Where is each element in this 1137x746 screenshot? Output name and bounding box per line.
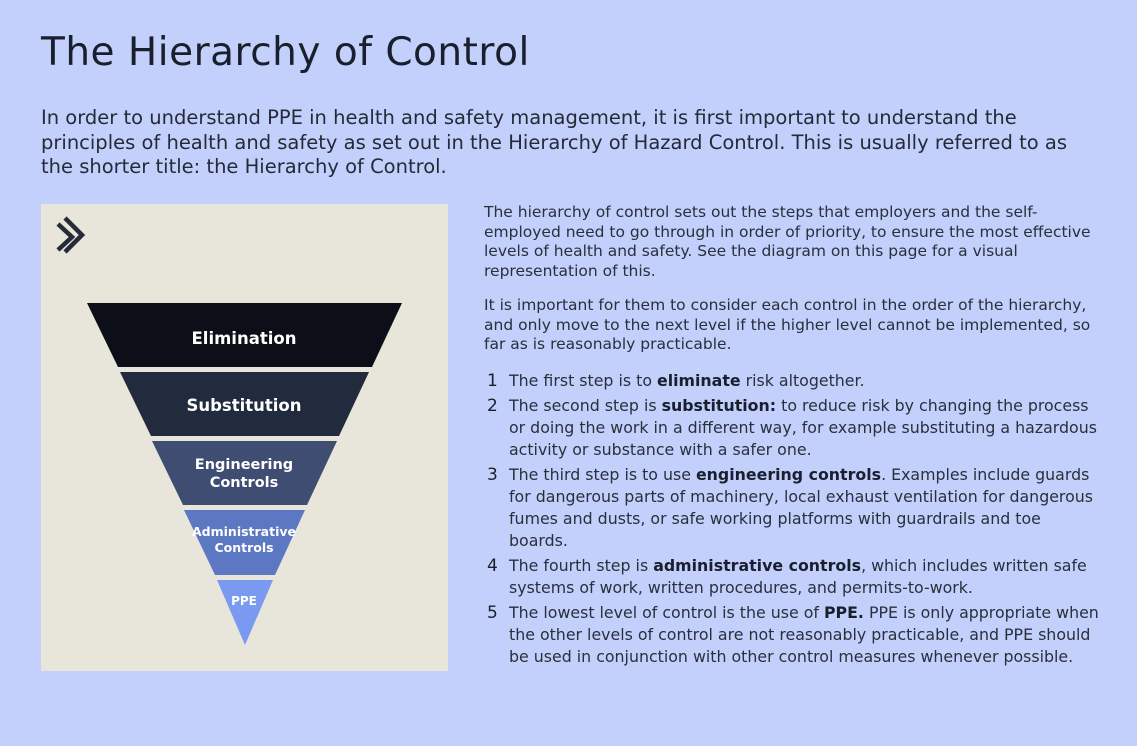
- step-number: 4: [487, 555, 498, 576]
- page-title: The Hierarchy of Control: [41, 30, 530, 75]
- tier-elimination-label: Elimination: [192, 329, 297, 348]
- step-text: The third step is to use: [509, 464, 696, 484]
- step-number: 2: [487, 395, 498, 416]
- body-paragraph-2: It is important for them to consider eac…: [484, 296, 1091, 353]
- tier-engineering-label: Engineering: [195, 457, 293, 473]
- step-text: The second step is: [509, 395, 662, 415]
- tier-administrative-label-2: Controls: [214, 540, 273, 555]
- body-paragraph-1: The hierarchy of control sets out the st…: [484, 203, 1091, 280]
- tier-ppe-shape: [217, 580, 273, 645]
- step-text: The lowest level of control is the use o…: [509, 602, 824, 622]
- list-item: 1 The first step is to eliminate risk alt…: [484, 370, 1099, 392]
- explanation-column: The hierarchy of control sets out the st…: [484, 203, 1099, 671]
- chevron-arrow-logo-icon: [56, 216, 86, 254]
- step-number: 5: [487, 602, 498, 623]
- tier-administrative-label: Administrative: [192, 524, 296, 539]
- step-text: PPE is only appropriate when the other l…: [509, 602, 1099, 666]
- tier-engineering-label-2: Controls: [210, 475, 279, 491]
- tier-substitution-label: Substitution: [186, 396, 301, 415]
- step-text: The first step is to: [509, 370, 658, 390]
- steps-list: 1 The first step is to eliminate risk alt…: [484, 370, 1099, 668]
- step-text: . Examples include guards for dangerous …: [509, 464, 1093, 550]
- step-text: The fourth step is: [509, 555, 654, 575]
- tier-elimination-shape: [87, 303, 402, 367]
- hierarchy-diagram: Elimination Substitution Engineering Con…: [41, 204, 448, 671]
- step-keyword: engineering controls: [695, 464, 882, 484]
- list-item: 5 The lowest level of control is the use …: [484, 602, 1099, 668]
- step-number: 3: [487, 464, 498, 485]
- list-item: 3 The third step is to use engineering co…: [484, 464, 1099, 552]
- tier-ppe-label: PPE: [231, 594, 257, 608]
- step-number: 1: [487, 370, 498, 391]
- step-text: risk altogether.: [740, 370, 865, 390]
- list-item: 4 The fourth step is administrative contr…: [484, 555, 1099, 599]
- step-keyword: eliminate: [657, 370, 741, 390]
- step-text: to reduce risk by changing the process o…: [509, 395, 1097, 459]
- pyramid-svg: Elimination Substitution Engineering Con…: [56, 216, 402, 645]
- list-item: 2 The second step is substitution: to red…: [484, 395, 1099, 461]
- tier-substitution-shape: [120, 372, 369, 436]
- step-keyword: substitution:: [661, 395, 777, 415]
- tier-administrative-shape: [184, 510, 305, 575]
- step-keyword: administrative controls: [653, 555, 862, 575]
- tier-engineering-shape: [152, 441, 337, 505]
- intro-paragraph: In order to understand PPE in health and…: [41, 106, 1068, 178]
- step-keyword: PPE.: [823, 602, 864, 622]
- step-text: , which includes written safe systems of…: [509, 555, 1087, 597]
